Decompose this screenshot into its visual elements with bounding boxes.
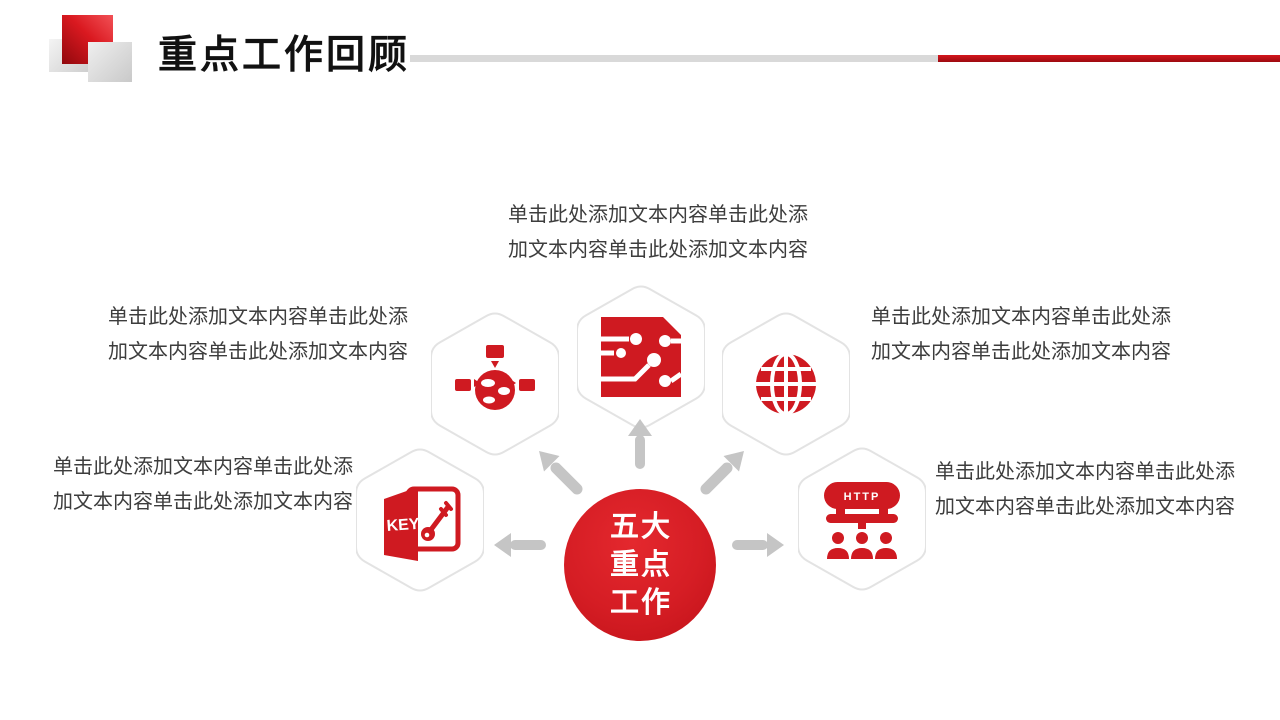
key-label: KEY	[386, 516, 420, 535]
center-circle[interactable]: 五大 重点 工作	[564, 489, 716, 641]
text-block-left-upper[interactable]: 单击此处添加文本内容单击此处添 加文本内容单击此处添加文本内容	[92, 300, 424, 370]
arrow-right-icon	[732, 533, 784, 557]
hexagon-node-left-lower: KEY	[355, 447, 485, 593]
arrow-up-left-icon	[539, 451, 583, 495]
hexagon-node-top	[576, 284, 706, 430]
logo-gray-square-right	[88, 42, 132, 82]
hexagon-node-right-upper	[721, 311, 851, 457]
hexagon-node-right-lower: HTTP	[797, 446, 927, 592]
text-line: 单击此处添加文本内容单击此处添	[108, 306, 408, 328]
globe-network-icon	[430, 312, 560, 456]
center-circle-line: 重点	[609, 549, 672, 581]
page-title: 重点工作回顾	[158, 34, 411, 77]
text-line: 加文本内容单击此处添加文本内容	[53, 491, 353, 513]
text-line: 加文本内容单击此处添加文本内容	[871, 341, 1171, 363]
arrow-up-right-icon	[700, 451, 744, 495]
text-line: 单击此处添加文本内容单击此处添	[53, 456, 353, 478]
header-divider-gray	[410, 55, 938, 62]
header-divider-red	[938, 55, 1280, 62]
center-circle-line: 五大	[609, 511, 672, 543]
text-line: 加文本内容单击此处添加文本内容	[935, 496, 1235, 518]
text-block-top[interactable]: 单击此处添加文本内容单击此处添 加文本内容单击此处添加文本内容	[492, 198, 824, 268]
text-line: 单击此处添加文本内容单击此处添	[935, 461, 1235, 483]
text-line: 加文本内容单击此处添加文本内容	[508, 239, 808, 261]
globe-grid-icon	[721, 312, 851, 456]
text-line: 单击此处添加文本内容单击此处添	[508, 204, 808, 226]
hexagon-node-left-upper	[430, 311, 560, 457]
key-document-icon: KEY	[355, 448, 485, 592]
text-block-left-lower[interactable]: 单击此处添加文本内容单击此处添 加文本内容单击此处添加文本内容	[37, 450, 369, 520]
arrow-up-icon	[628, 419, 652, 469]
text-line: 单击此处添加文本内容单击此处添	[871, 306, 1171, 328]
text-block-right-upper[interactable]: 单击此处添加文本内容单击此处添 加文本内容单击此处添加文本内容	[855, 300, 1187, 370]
circuit-chip-icon	[576, 285, 706, 429]
arrow-left-icon	[494, 533, 546, 557]
http-label: HTTP	[844, 491, 881, 503]
text-block-right-lower[interactable]: 单击此处添加文本内容单击此处添 加文本内容单击此处添加文本内容	[919, 455, 1251, 525]
center-circle-line: 工作	[609, 587, 672, 619]
http-network-icon: HTTP	[797, 447, 927, 591]
text-line: 加文本内容单击此处添加文本内容	[108, 341, 408, 363]
